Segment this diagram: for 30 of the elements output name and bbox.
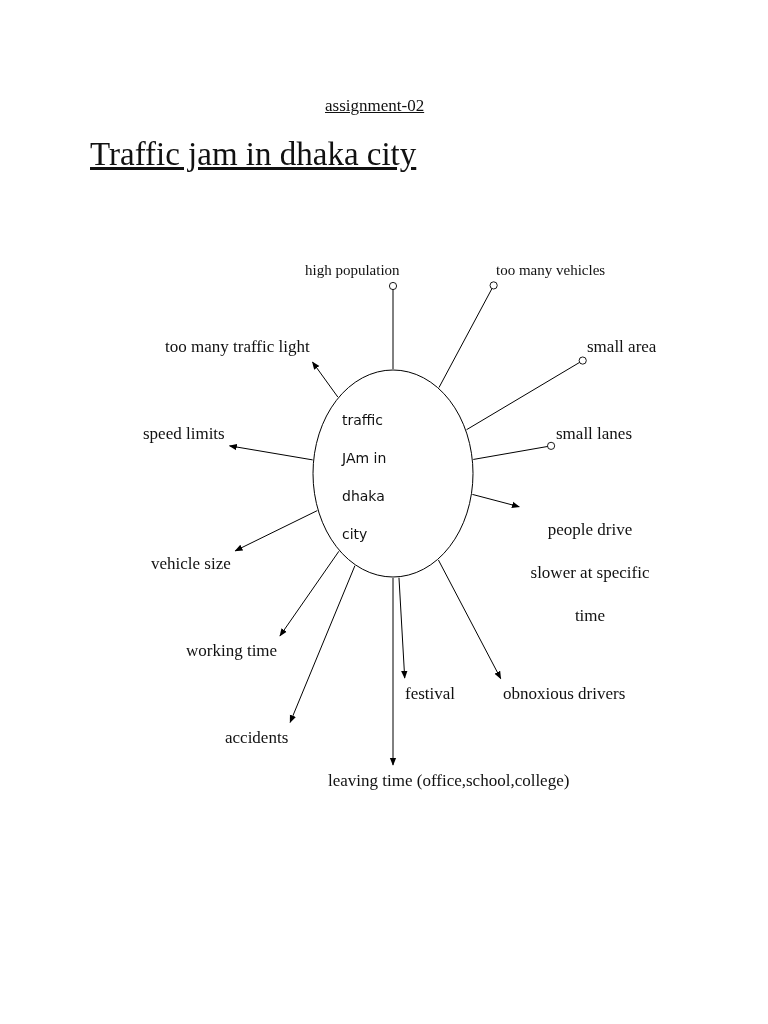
cause-text: festival — [405, 683, 456, 705]
assignment-label: assignment-02 — [325, 96, 425, 116]
cause-text: too many vehicles — [496, 259, 606, 281]
cause-text: small lanes — [556, 423, 632, 445]
connector-line — [438, 281, 498, 388]
connector-line — [389, 577, 397, 766]
central-ellipse — [312, 369, 474, 578]
connector-line — [279, 550, 340, 637]
cause-text: working time — [186, 640, 278, 662]
connector-line — [398, 577, 408, 679]
cause-text: obnoxious drivers — [503, 683, 626, 705]
connector-line — [437, 559, 502, 680]
connector-line — [471, 493, 520, 508]
connector-line — [289, 565, 356, 724]
cause-text: vehicle size — [151, 553, 231, 575]
cause-text: too many traffic light — [165, 336, 310, 358]
cause-text: leaving time (office,school,college) — [328, 770, 570, 792]
connector-line — [472, 441, 556, 460]
cause-text: speed limits — [143, 423, 225, 445]
connector-line — [228, 443, 314, 461]
cause-text: small area — [587, 336, 657, 358]
cause-text: people drive slower at specific time — [524, 508, 656, 637]
cause-text: accidents — [225, 727, 289, 749]
connector-line — [312, 361, 339, 398]
connector-line — [234, 510, 318, 552]
central-topic-text: traffic JAm in dhaka city — [342, 411, 388, 544]
connector-line — [466, 356, 587, 431]
diagram-title: Traffic jam in dhaka city — [90, 136, 417, 173]
connector-line — [388, 281, 398, 370]
cause-text: high population — [305, 259, 400, 281]
